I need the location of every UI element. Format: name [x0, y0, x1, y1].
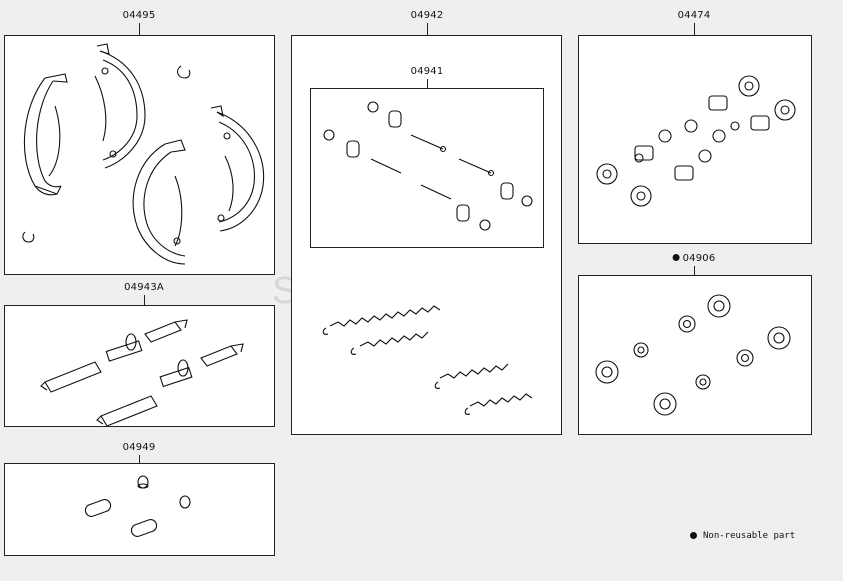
part-number-text: 04906 — [682, 253, 716, 264]
panel-brake-shoes[interactable] — [4, 35, 275, 275]
hold-down-kit-drawing — [323, 101, 533, 231]
leader-line — [139, 455, 140, 463]
panel-hold-down-kit[interactable] — [310, 88, 544, 248]
part-label-04941[interactable]: 04941 — [410, 66, 444, 77]
leader-line — [694, 266, 695, 275]
leader-line — [694, 23, 695, 35]
part-label-04906[interactable]: 04906 — [672, 253, 716, 264]
leader-line — [427, 79, 428, 88]
brake-shoes-drawing — [22, 43, 265, 265]
part-label-04943A[interactable]: 04943A — [124, 282, 164, 293]
part-label-04949[interactable]: 04949 — [122, 442, 156, 453]
part-label-04942[interactable]: 04942 — [410, 10, 444, 21]
panel-cylinder-kit[interactable] — [578, 35, 812, 244]
legend: Non-reusable part — [690, 531, 795, 541]
adjuster-drawing — [40, 319, 244, 427]
non-reusable-marker — [672, 254, 680, 261]
springs-drawing — [322, 305, 533, 415]
leader-line — [139, 23, 140, 35]
cylinder-kit-drawing — [596, 75, 796, 207]
seal-kit-drawing — [595, 294, 791, 416]
caps-drawing — [84, 475, 191, 537]
part-label-04474[interactable]: 04474 — [677, 10, 711, 21]
panel-caps[interactable] — [4, 463, 275, 556]
legend-dot-icon — [690, 532, 697, 539]
legend-text: Non-reusable part — [703, 531, 796, 541]
part-label-04495[interactable]: 04495 — [122, 10, 156, 21]
leader-line — [427, 23, 428, 35]
panel-seal-kit[interactable] — [578, 275, 812, 435]
panel-adjuster[interactable] — [4, 305, 275, 427]
leader-line — [144, 295, 145, 305]
